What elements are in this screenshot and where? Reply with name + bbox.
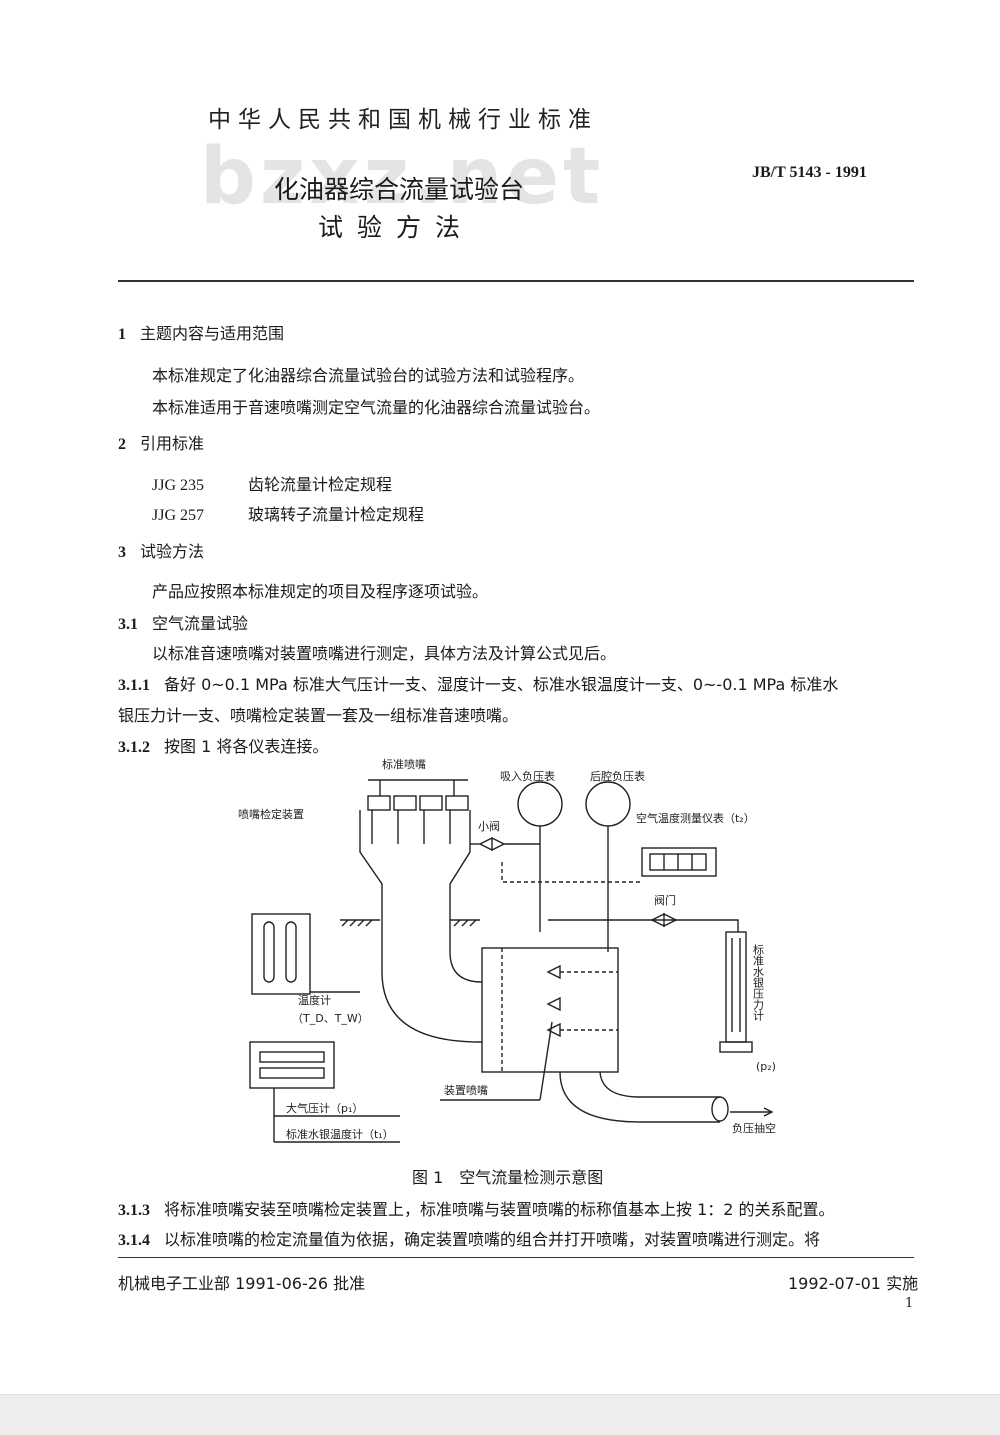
- standard-code: JB/T 5143 - 1991: [752, 164, 867, 181]
- section-3-1-heading: 3.1 空气流量试验: [118, 610, 248, 634]
- section-3-1-4: 3.1.4 以标准喷嘴的检定流量值为依据，确定装置喷嘴的组合并打开喷嘴，对装置喷嘴…: [118, 1226, 820, 1250]
- label-valve: 阀门: [654, 893, 676, 907]
- section-title: 主题内容与适用范围: [140, 324, 285, 343]
- header-rule: [118, 280, 914, 282]
- section-title: 试验方法: [140, 542, 205, 561]
- paragraph: 本标准规定了化油器综合流量试验台的试验方法和试验程序。: [152, 366, 585, 385]
- document-subtitle: 试验方法: [318, 213, 475, 242]
- section-3-1-2: 3.1.2 按图 1 将各仪表连接。: [118, 733, 328, 757]
- label-thermo-sub: （T_D、T_W）: [292, 1012, 369, 1025]
- label-device-nozzle: 装置喷嘴: [444, 1084, 488, 1097]
- section-number: 1: [118, 326, 126, 343]
- paragraph-line: 银压力计一支、喷嘴检定装置一套及一组标准音速喷嘴。: [118, 706, 519, 725]
- reference-title: 玻璃转子流量计检定规程: [248, 505, 425, 524]
- section-number: 3: [118, 544, 126, 561]
- label-p2: (p₂): [756, 1060, 776, 1073]
- paragraph: 以标准音速喷嘴对装置喷嘴进行测定，具体方法及计算公式见后。: [152, 644, 617, 663]
- label-thermometer: 温度计: [298, 993, 331, 1007]
- label-vacuum: 负压抽空: [732, 1121, 776, 1135]
- label-small-valve: 小阀: [478, 819, 500, 833]
- reference-title: 齿轮流量计检定规程: [248, 475, 393, 494]
- org-title: 中华人民共和国机械行业标准: [208, 107, 598, 133]
- standard-nozzle-shape: [367, 795, 391, 811]
- reference-item: JJG 257 玻璃转子流量计检定规程: [152, 501, 424, 525]
- watermark: bzxz.net: [200, 132, 605, 222]
- viewer-bottom-bar: [0, 1394, 1000, 1435]
- label-barometer: 大气压计（p₁）: [286, 1101, 363, 1115]
- reference-code: JJG 235: [152, 477, 205, 494]
- air-flow-diagram: 标准喷嘴 喷嘴检定装置 吸入负压表 后腔负压表 小阀 空气温度测量仪表（t₂） …: [238, 757, 776, 1143]
- section-number: 3.1: [118, 616, 138, 633]
- paragraph: 本标准适用于音速喷嘴测定空气流量的化油器综合流量试验台。: [152, 398, 601, 417]
- footer-rule: [118, 1257, 914, 1258]
- section-3-heading: 3 试验方法: [118, 538, 204, 562]
- paragraph: 以标准喷嘴的检定流量值为依据，确定装置喷嘴的组合并打开喷嘴，对装置喷嘴进行测定。…: [164, 1230, 821, 1249]
- section-number: 3.1.4: [118, 1232, 150, 1249]
- label-inlet-gauge: 吸入负压表: [500, 769, 555, 783]
- paragraph: 按图 1 将各仪表连接。: [164, 737, 329, 756]
- section-1-heading: 1 主题内容与适用范围: [118, 320, 284, 344]
- reference-code: JJG 257: [152, 507, 205, 524]
- figure-caption: 图 1 空气流量检测示意图: [412, 1168, 604, 1187]
- section-number: 2: [118, 436, 126, 453]
- paragraph-line: 备好 0~0.1 MPa 标准大气压计一支、湿度计一支、标准水银温度计一支、0~…: [164, 675, 839, 694]
- section-title: 空气流量试验: [152, 614, 249, 633]
- section-3-1-1: 3.1.1 备好 0~0.1 MPa 标准大气压计一支、湿度计一支、标准水银温度计…: [118, 671, 838, 695]
- document-title: 化油器综合流量试验台: [274, 175, 525, 204]
- label-std-nozzle: 标准喷嘴: [382, 757, 426, 771]
- effective-date: 1992-07-01 实施: [788, 1274, 919, 1293]
- page-number: 1: [905, 1296, 914, 1311]
- label-calib-device: 喷嘴检定装置: [238, 807, 304, 821]
- paragraph: 将标准喷嘴安装至喷嘴检定装置上，标准喷嘴与装置喷嘴的标称值基本上按 1：2 的关…: [164, 1200, 835, 1219]
- label-rear-gauge: 后腔负压表: [590, 769, 645, 783]
- reference-item: JJG 235 齿轮流量计检定规程: [152, 471, 392, 495]
- label-mercury-thermo: 标准水银温度计（t₁）: [286, 1127, 394, 1141]
- label-mercury-gauge: 标准水银压力计: [752, 943, 765, 1022]
- section-3-1-3: 3.1.3 将标准喷嘴安装至喷嘴检定装置上，标准喷嘴与装置喷嘴的标称值基本上按 1…: [118, 1196, 835, 1220]
- section-number: 3.1.3: [118, 1202, 150, 1219]
- paragraph: 产品应按照本标准规定的项目及程序逐项试验。: [152, 582, 489, 601]
- section-title: 引用标准: [140, 434, 205, 453]
- section-number: 3.1.2: [118, 739, 150, 756]
- section-number: 3.1.1: [118, 677, 150, 694]
- approval-line: 机械电子工业部 1991-06-26 批准: [118, 1274, 366, 1293]
- section-2-heading: 2 引用标准: [118, 430, 204, 454]
- label-air-temp: 空气温度测量仪表（t₂）: [636, 811, 755, 825]
